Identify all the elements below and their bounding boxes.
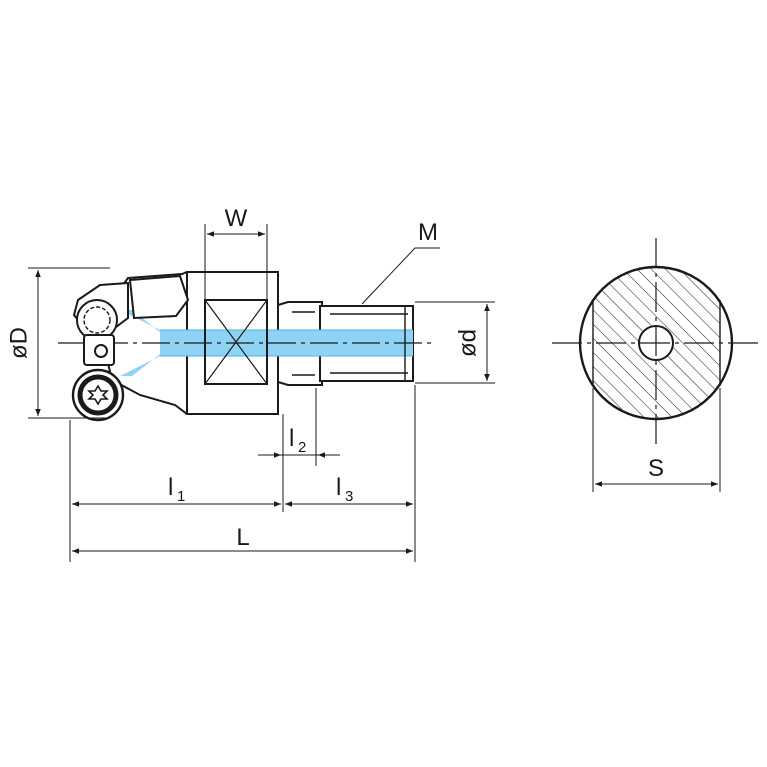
svg-text:2: 2 [298,439,306,456]
svg-text:1: 1 [177,488,185,505]
svg-text:l: l [336,474,341,501]
dimension-s [592,388,721,492]
cross-section-view [552,238,762,444]
dimension-lines [28,224,495,562]
square-socket [204,299,268,385]
label-l-total: L [236,524,249,551]
torx-screw-icon [71,368,125,422]
label-l3: l 3 [336,474,353,505]
label-l1: l 1 [168,474,185,505]
svg-text:l: l [168,474,173,501]
svg-text:3: 3 [345,488,353,505]
insert-icon [72,274,190,366]
label-diameter-d-small: ød [454,329,481,357]
label-diameter-d-large: øD [5,327,32,359]
label-m: M [418,219,438,246]
label-l2: l 2 [289,425,306,456]
svg-text:l: l [289,425,294,452]
label-w: W [225,205,248,232]
label-s: S [648,455,664,482]
